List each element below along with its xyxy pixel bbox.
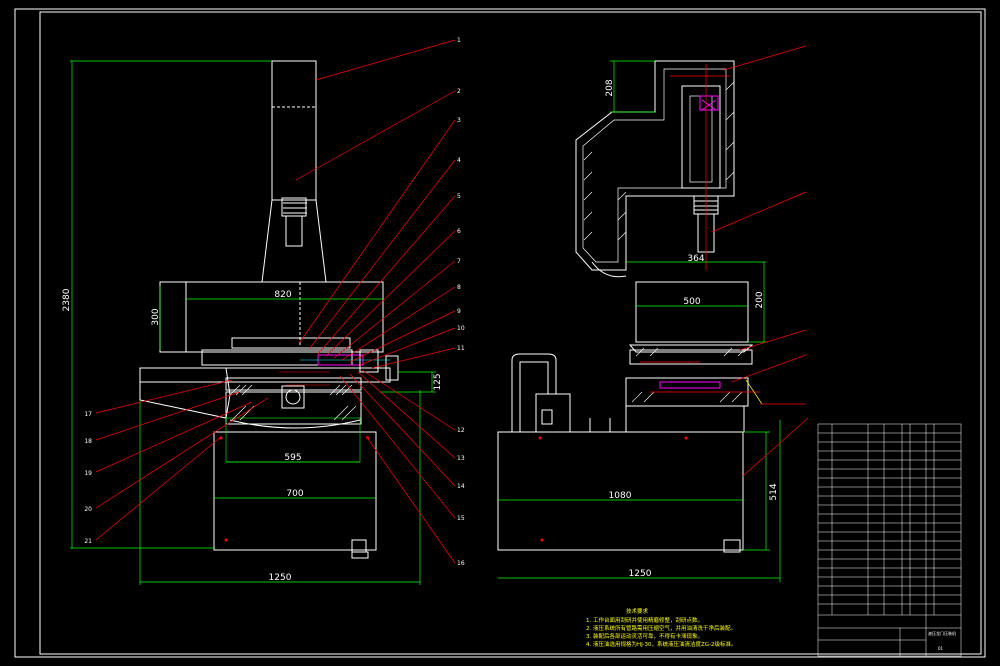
balloon-6: 6 <box>457 228 461 235</box>
balloon-3: 3 <box>457 117 461 124</box>
balloon-9: 9 <box>457 308 461 315</box>
right-hidden-line <box>745 379 763 405</box>
right-hatch <box>583 81 747 403</box>
dim-overall-1250-right: 1250 <box>629 569 652 579</box>
right-cylinder-detail <box>659 95 721 389</box>
dim-base-height-514: 514 <box>769 483 779 500</box>
dim-throat-top-208: 208 <box>605 79 615 96</box>
right-centerlines <box>640 64 760 393</box>
balloon-20: 20 <box>84 506 92 513</box>
note-2: 2. 液压系统所有管路需用压缩空气，并用油清洗干净后装配。 <box>586 624 736 632</box>
left-dimensions <box>70 60 436 585</box>
dim-box-height-200: 200 <box>755 291 765 308</box>
note-4: 4. 液压油选用规格为HJ-30，系统液压油清洁度ZG-2级标准。 <box>586 640 737 648</box>
dim-box-width-500: 500 <box>683 297 700 307</box>
balloon-10: 10 <box>457 325 465 332</box>
balloon-11: 11 <box>457 345 465 352</box>
dim-base-width-1080: 1080 <box>609 491 632 501</box>
balloon-21: 21 <box>84 538 92 545</box>
dim-throat-width-364: 364 <box>687 254 704 264</box>
dim-top-width-820: 820 <box>274 290 291 300</box>
note-1: 1. 工作台面用刮研并使用精磨修整，刮研点数。 <box>586 616 703 624</box>
balloon-13: 13 <box>457 455 465 462</box>
balloon-1: 1 <box>457 37 461 44</box>
dim-base-700: 700 <box>286 489 303 499</box>
outer-frame <box>14 8 986 658</box>
left-centerlines <box>280 359 390 386</box>
balloon-5: 5 <box>457 193 461 200</box>
right-dimensions <box>498 60 781 582</box>
technical-notes: 技术要求 1. 工作台面用刮研并使用精磨修整，刮研点数。 2. 液压系统所有管路… <box>586 607 737 648</box>
dim-top-height-300: 300 <box>151 308 161 325</box>
balloon-8: 8 <box>457 284 461 291</box>
balloon-12: 12 <box>457 427 465 434</box>
balloon-2: 2 <box>457 88 461 95</box>
right-leaders <box>711 45 809 477</box>
balloon-15: 15 <box>457 515 465 522</box>
balloon-14: 14 <box>457 483 465 490</box>
balloon-4: 4 <box>457 157 461 164</box>
parts-list <box>817 423 962 657</box>
inner-frame <box>39 11 982 655</box>
note-3: 3. 装配后各部运动灵活可靠，不得有卡滞现象。 <box>586 632 703 640</box>
left-view <box>139 60 399 559</box>
balloon-7: 7 <box>457 258 461 265</box>
balloon-17: 17 <box>84 411 92 418</box>
balloon-19: 19 <box>84 470 92 477</box>
dim-height-2380: 2380 <box>62 288 72 311</box>
left-hatch <box>229 384 357 421</box>
notes-title: 技术要求 <box>626 607 649 615</box>
dim-side-125: 125 <box>433 373 443 390</box>
balloon-18: 18 <box>84 438 92 445</box>
title-block: 液压龙门压装机 01 <box>928 630 956 651</box>
dim-mid-595: 595 <box>284 453 301 463</box>
drawing-name: 液压龙门压装机 <box>928 630 956 636</box>
balloon-16: 16 <box>457 560 465 567</box>
dim-overall-1250-left: 1250 <box>269 573 292 583</box>
drawing-number: 01 <box>938 646 944 651</box>
left-balloons: 1 2 3 4 5 6 7 8 9 10 11 17 18 19 20 21 1… <box>84 37 464 567</box>
left-leaders <box>95 39 456 564</box>
marks <box>219 436 688 542</box>
